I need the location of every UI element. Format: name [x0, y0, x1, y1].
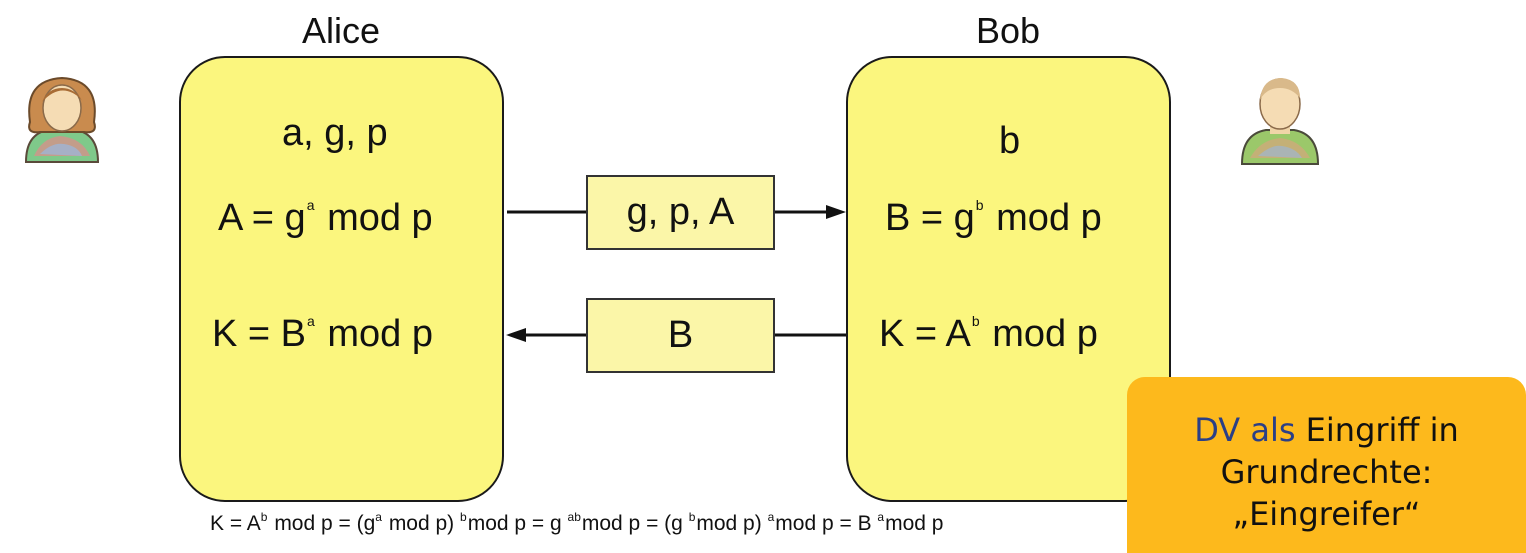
shared-key-derivation: K = Ab mod p = (ga mod p) bmod p = g abm… — [210, 510, 944, 536]
alice-key-lhs: K = B — [212, 313, 306, 355]
formula-exponent: b — [460, 510, 467, 524]
formula-part: mod p = B — [775, 512, 878, 535]
formula-part: mod p = g — [467, 512, 568, 535]
formula-part: mod p = (g — [581, 512, 689, 535]
formula-part: K = A — [210, 512, 261, 535]
callout-line-3: „Eingreifer“ — [1232, 495, 1421, 533]
bob-public-key-formula: B = gb mod p — [885, 197, 1102, 240]
formula-exponent: b — [260, 510, 268, 524]
bob-shared-key-formula: K = Ab mod p — [879, 313, 1098, 356]
callout-eingriff-in: Eingriff in — [1305, 411, 1459, 449]
callout-dv-als: DV als — [1194, 411, 1296, 449]
alice-box: a, g, p A = ga mod p K = Ba mod p — [179, 56, 504, 502]
alice-public-exponent: a — [306, 196, 315, 213]
man-avatar-icon — [1240, 78, 1320, 165]
callout-box: DV als Eingriff in Grundrechte: „Eingrei… — [1127, 377, 1526, 553]
woman-avatar-icon — [24, 76, 100, 163]
formula-part: mod p — [885, 512, 944, 535]
message-to-alice: B — [586, 298, 775, 373]
bob-box: b B = gb mod p K = Ab mod p — [846, 56, 1171, 502]
formula-part: mod p) — [696, 512, 768, 535]
message-to-bob: g, p, A — [586, 175, 775, 250]
bob-public-exponent: b — [975, 196, 984, 213]
bob-name: Bob — [975, 10, 1041, 51]
alice-key-rhs: mod p — [327, 313, 433, 355]
formula-exponent: ab — [567, 510, 581, 524]
bob-params: b — [999, 120, 1021, 162]
alice-shared-key-formula: K = Ba mod p — [212, 313, 433, 356]
arrow-to-bob-head — [826, 205, 846, 219]
alice-public-key-formula: A = ga mod p — [218, 197, 433, 240]
formula-exponent: a — [767, 510, 775, 524]
alice-public-lhs: A = g — [218, 197, 306, 239]
alice-name: Alice — [301, 10, 381, 51]
formula-part: mod p) — [382, 512, 461, 535]
callout-line-2: Grundrechte: — [1220, 453, 1433, 491]
bob-key-exponent: b — [971, 312, 980, 329]
formula-exponent: a — [877, 510, 885, 524]
alice-params: a, g, p — [282, 112, 388, 154]
alice-public-rhs: mod p — [327, 197, 433, 239]
formula-exponent: b — [688, 510, 696, 524]
arrow-to-alice-head — [506, 328, 526, 342]
bob-public-rhs: mod p — [996, 197, 1102, 239]
bob-key-rhs: mod p — [992, 313, 1098, 355]
alice-key-exponent: a — [307, 312, 315, 329]
bob-key-lhs: K = A — [879, 313, 971, 355]
callout-line-1: DV als Eingriff in — [1127, 409, 1526, 451]
bob-public-lhs: B = g — [885, 197, 975, 239]
formula-exponent: a — [375, 510, 382, 524]
formula-part: mod p = (g — [268, 512, 376, 535]
